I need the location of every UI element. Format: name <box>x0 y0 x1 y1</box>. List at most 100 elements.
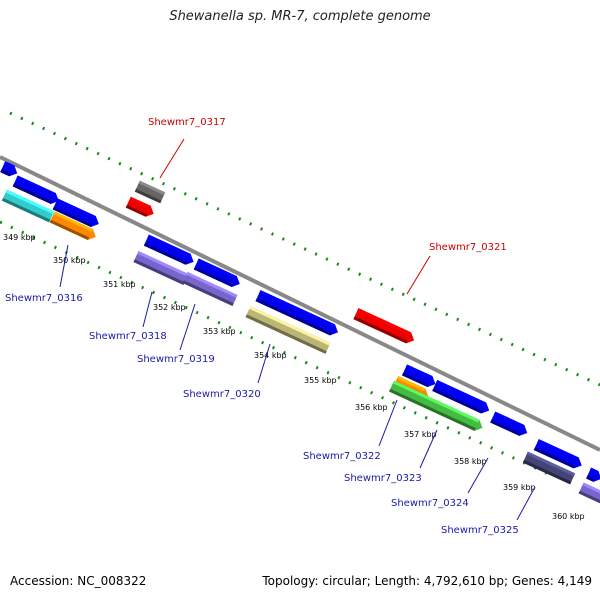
scale-label: 359 kbp <box>503 483 536 492</box>
cds-feature[interactable] <box>255 290 341 338</box>
gene-label[interactable]: Shewmr7_0320 <box>183 389 261 400</box>
scale-label: 351 kbp <box>103 280 136 289</box>
cds-feature[interactable] <box>193 258 243 290</box>
gene-leader-line <box>159 138 185 179</box>
cds-feature[interactable] <box>389 380 485 434</box>
cds-feature[interactable] <box>490 411 530 439</box>
cds-body <box>432 380 490 414</box>
gene-label[interactable]: Shewmr7_0324 <box>391 498 469 509</box>
cds-body <box>52 198 99 227</box>
cds-highlight <box>53 211 93 232</box>
gene-label[interactable]: Shewmr7_0321 <box>429 242 507 253</box>
outer-tick-row <box>9 111 600 387</box>
cds-feature[interactable] <box>578 482 600 504</box>
gene-label[interactable]: Shewmr7_0318 <box>89 331 167 342</box>
cds-highlight <box>147 234 191 257</box>
gene-leader-line <box>257 343 271 384</box>
cds-shadow <box>1 197 51 223</box>
cds-body <box>353 308 415 344</box>
cds-shadow <box>578 490 600 504</box>
cds-feature[interactable] <box>0 161 20 179</box>
cds-body <box>133 251 189 285</box>
cds-body <box>522 451 576 485</box>
cds-shadow <box>0 169 11 177</box>
cds-body <box>49 211 96 240</box>
scale-label: 350 kbp <box>53 256 86 265</box>
cds-shadow <box>490 419 521 436</box>
cds-highlight <box>537 439 579 461</box>
cds-feature[interactable] <box>52 198 102 230</box>
cds-feature[interactable] <box>353 308 416 346</box>
cds-body <box>134 180 166 204</box>
cds-shadow <box>133 259 185 285</box>
cds-highlight <box>56 198 96 219</box>
cds-feature[interactable] <box>125 196 156 220</box>
cds-feature[interactable] <box>245 306 331 354</box>
gene-label[interactable]: Shewmr7_0323 <box>344 473 422 484</box>
cds-highlight <box>357 308 412 336</box>
cds-shadow <box>182 280 234 306</box>
cds-feature[interactable] <box>522 451 576 485</box>
cds-body <box>389 380 483 431</box>
cds-body <box>125 196 154 217</box>
scale-label: 353 kbp <box>203 327 236 336</box>
cds-highlight <box>259 290 336 328</box>
cds-feature[interactable] <box>133 251 189 285</box>
cds-shadow <box>432 388 483 414</box>
cds-highlight <box>138 180 166 196</box>
gene-leader-line <box>142 291 153 328</box>
cds-feature[interactable] <box>432 380 492 416</box>
cds-shadow <box>12 183 53 204</box>
cds-body <box>143 234 194 265</box>
cds-shadow <box>586 475 595 482</box>
cds-feature[interactable] <box>402 364 438 389</box>
cds-highlight <box>197 258 237 279</box>
gene-leader-line <box>406 255 431 295</box>
cds-shadow <box>134 188 162 204</box>
cds-shadow <box>402 372 429 388</box>
gene-label[interactable]: Shewmr7_0316 <box>5 293 83 304</box>
cds-shadow <box>52 206 93 227</box>
genome-backbone <box>0 155 600 452</box>
cds-highlight <box>3 161 15 169</box>
cds-highlight <box>249 306 331 346</box>
gene-label[interactable]: Shewmr7_0325 <box>441 525 519 536</box>
gene-leader-line <box>419 429 438 469</box>
gene-leader-line <box>179 303 196 351</box>
cds-highlight <box>129 196 151 209</box>
accession-label: Accession: NC_008322 <box>10 574 147 588</box>
cds-body <box>1 189 55 223</box>
gene-leader-line <box>59 244 69 288</box>
cds-feature[interactable] <box>134 180 166 204</box>
scale-label: 352 kbp <box>153 303 186 312</box>
cds-feature[interactable] <box>533 439 584 471</box>
gene-leader-line <box>516 486 536 521</box>
genome-summary: Topology: circular; Length: 4,792,610 bp… <box>262 574 592 588</box>
cds-shadow <box>353 316 408 344</box>
cds-shadow <box>255 298 332 336</box>
cds-feature[interactable] <box>49 211 99 243</box>
cds-feature[interactable] <box>1 189 55 223</box>
cds-highlight <box>405 364 433 379</box>
gene-leader-line <box>467 457 489 494</box>
cds-body <box>402 364 436 388</box>
cds-shadow <box>125 204 148 217</box>
gene-label[interactable]: Shewmr7_0317 <box>148 117 226 128</box>
gene-label[interactable]: Shewmr7_0319 <box>137 354 215 365</box>
scale-label: 357 kbp <box>404 430 437 439</box>
cds-feature[interactable] <box>143 234 196 268</box>
cds-feature[interactable] <box>182 272 238 306</box>
cds-highlight <box>392 380 480 423</box>
cds-feature[interactable] <box>12 175 62 207</box>
cds-feature[interactable] <box>586 467 600 485</box>
cds-body <box>182 272 238 306</box>
gene-label[interactable]: Shewmr7_0322 <box>303 451 381 462</box>
cds-shadow <box>193 266 234 287</box>
cds-body <box>490 411 528 436</box>
page-title: Shewanella sp. MR-7, complete genome <box>169 9 431 24</box>
cds-shadow <box>245 314 327 354</box>
cds-highlight <box>16 175 56 196</box>
scale-label: 358 kbp <box>454 457 487 466</box>
